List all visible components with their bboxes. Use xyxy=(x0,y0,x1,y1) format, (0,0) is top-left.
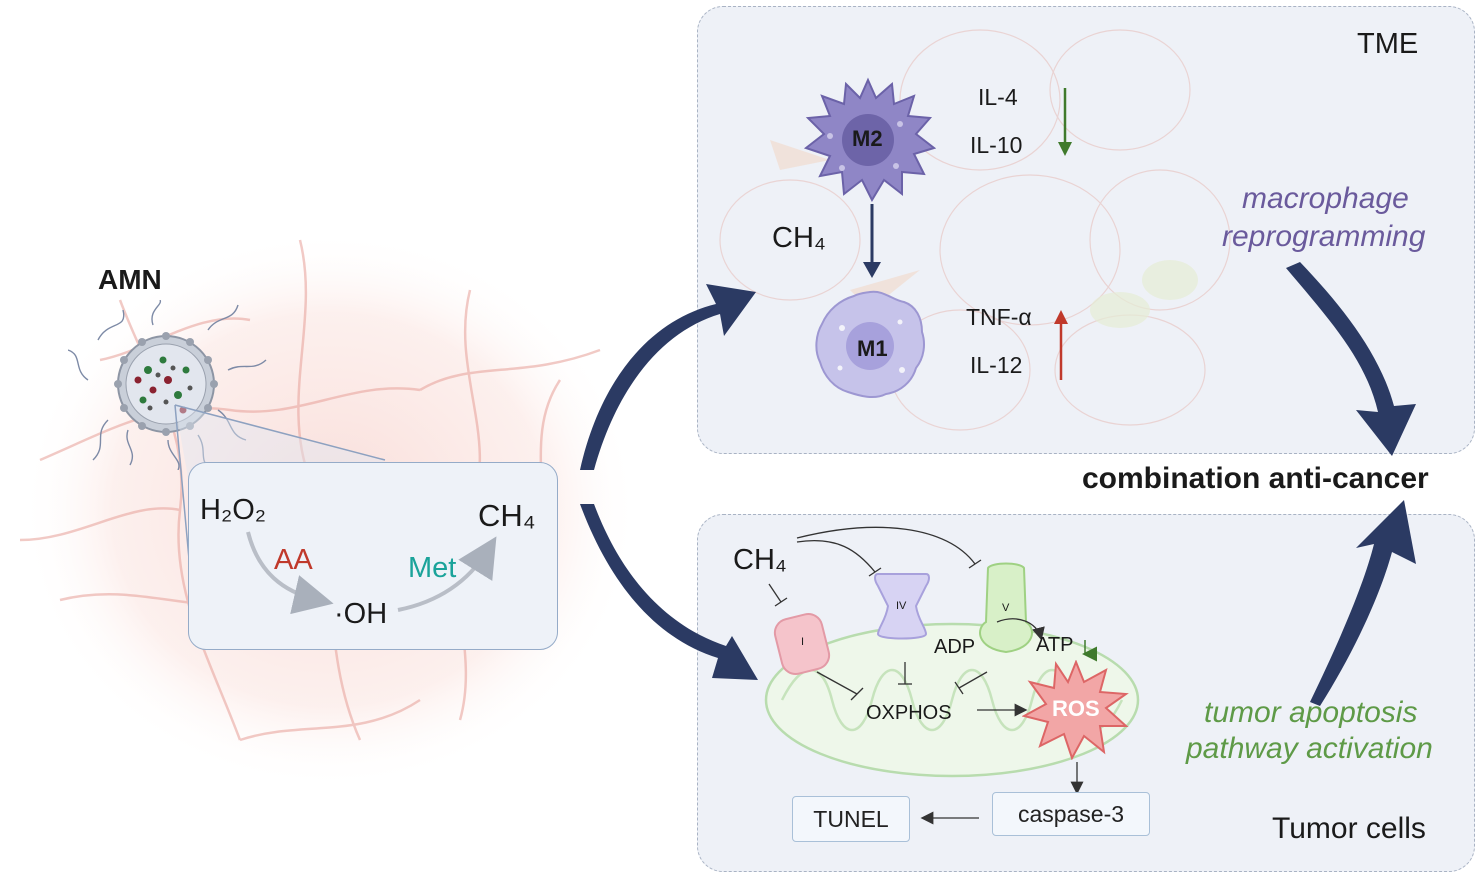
tme-panel xyxy=(697,6,1475,454)
ch4-product-label: CH₄ xyxy=(478,498,536,533)
il10-label: IL-10 xyxy=(970,132,1023,158)
amn-nanoparticle-icon xyxy=(68,300,267,470)
met-label: Met xyxy=(408,552,457,584)
reaction-arrows xyxy=(246,531,497,615)
m2-to-m1-arrow xyxy=(863,204,881,278)
m2-label: M2 xyxy=(852,126,883,151)
adp-label: ADP xyxy=(934,636,976,658)
reprogramming-line1: macrophage xyxy=(1242,182,1409,215)
ros-burst-icon xyxy=(1022,660,1129,760)
il12-label: IL-12 xyxy=(970,352,1023,378)
tumor-cells-title: Tumor cells xyxy=(1272,812,1426,845)
aa-label: AA xyxy=(274,544,313,576)
atp-label: ATP xyxy=(1036,634,1074,656)
m1-macrophage-icon xyxy=(815,290,925,399)
caspase-3-box: caspase-3 xyxy=(992,792,1150,836)
amn-label: AMN xyxy=(98,264,162,295)
m1-label: M1 xyxy=(857,336,888,361)
complex-v-label: V xyxy=(1002,602,1010,614)
apoptosis-line2: pathway activation xyxy=(1186,732,1433,765)
oxphos-label: OXPHOS xyxy=(866,702,952,724)
tme-background-cells xyxy=(719,29,1231,431)
tnfa-label: TNF-α xyxy=(966,304,1032,330)
complex-i-label: I xyxy=(801,636,805,648)
reprogramming-line2: reprogramming xyxy=(1222,220,1426,253)
tumor-ch4-label: CH₄ xyxy=(733,544,787,576)
tumor-pathway-arrows xyxy=(768,526,1097,825)
combination-anti-cancer-label: combination anti-cancer xyxy=(1082,462,1429,495)
m2-macrophage-icon xyxy=(803,77,936,202)
ros-label: ROS xyxy=(1052,696,1100,721)
oh-label: ·OH xyxy=(334,598,388,630)
down-arrow-green xyxy=(1058,88,1072,156)
up-arrow-red xyxy=(1054,310,1068,380)
complex-iv-label: IV xyxy=(896,600,907,612)
tme-ch4-label: CH₄ xyxy=(772,222,826,254)
tme-title: TME xyxy=(1357,28,1419,60)
il4-label: IL-4 xyxy=(978,84,1018,110)
complex-v-icon xyxy=(979,562,1033,654)
h2o2-label: H₂O₂ xyxy=(200,494,267,526)
complex-iv-icon xyxy=(874,573,930,640)
complex-i-icon xyxy=(773,612,831,676)
tunel-box: TUNEL xyxy=(792,796,910,842)
